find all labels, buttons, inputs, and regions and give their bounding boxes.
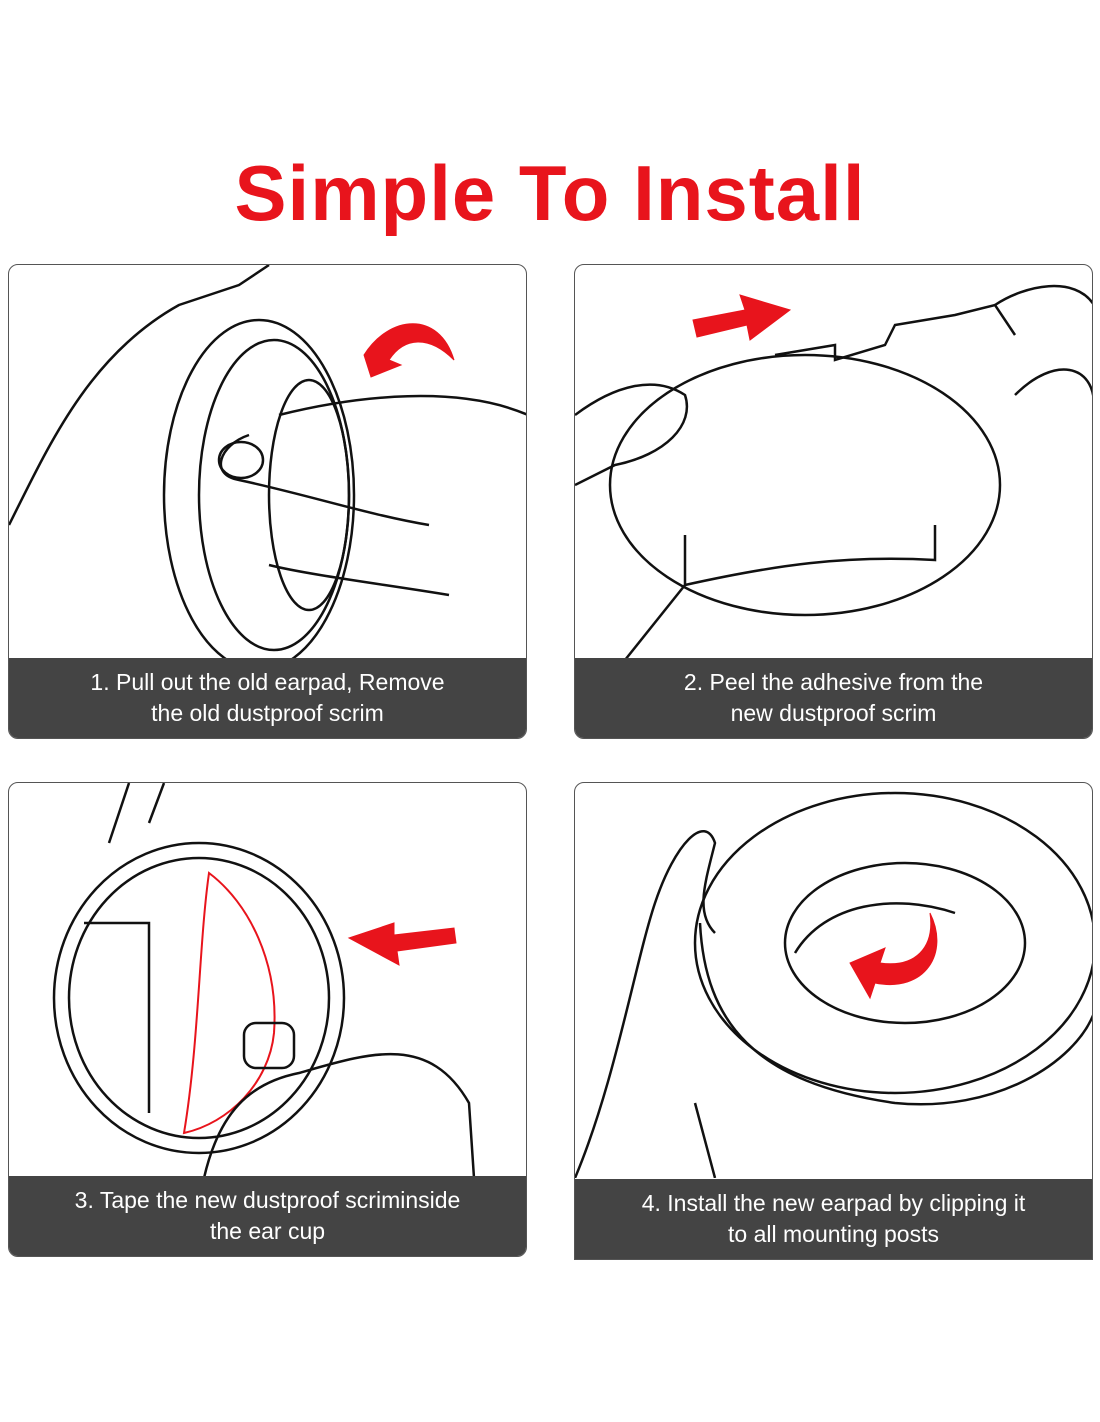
step-2-line-2: new dustproof scrim bbox=[730, 700, 937, 726]
step-2-line-1: 2. Peel the adhesive from the bbox=[683, 669, 984, 695]
step-3-caption: 3. Tape the new dustproof scriminside th… bbox=[9, 1176, 526, 1256]
step-2-illustration bbox=[575, 284, 1092, 660]
step-4-panel: 4. Install the new earpad by clipping it… bbox=[574, 782, 1093, 1260]
red-arrow-icon bbox=[363, 323, 455, 378]
step-3-panel: 3. Tape the new dustproof scriminside th… bbox=[8, 782, 527, 1257]
step-2-panel: 2. Peel the adhesive from the new dustpr… bbox=[574, 264, 1093, 739]
step-1-illustration bbox=[9, 265, 526, 660]
step-3-line-1: 3. Tape the new dustproof scriminside bbox=[74, 1187, 461, 1213]
step-1-line-2: the old dustproof scrim bbox=[151, 700, 384, 726]
red-arrow-icon bbox=[692, 294, 792, 341]
step-3-line-2: the ear cup bbox=[209, 1218, 326, 1244]
step-1-caption: 1. Pull out the old earpad, Remove the o… bbox=[9, 658, 526, 738]
step-1-panel: 1. Pull out the old earpad, Remove the o… bbox=[8, 264, 527, 739]
step-2-caption: 2. Peel the adhesive from the new dustpr… bbox=[575, 658, 1092, 738]
step-4-illustration bbox=[575, 791, 1092, 1178]
page-title: Simple To Install bbox=[234, 149, 866, 237]
step-3-illustration bbox=[52, 783, 476, 1178]
red-arrow-icon bbox=[849, 912, 938, 1000]
red-arrow-icon bbox=[347, 922, 457, 966]
step-4-line-1: 4. Install the new earpad by clipping it bbox=[641, 1190, 1026, 1216]
step-1-line-1: 1. Pull out the old earpad, Remove bbox=[90, 669, 445, 695]
step-4-caption: 4. Install the new earpad by clipping it… bbox=[575, 1179, 1092, 1259]
step-4-line-2: to all mounting posts bbox=[728, 1221, 939, 1247]
